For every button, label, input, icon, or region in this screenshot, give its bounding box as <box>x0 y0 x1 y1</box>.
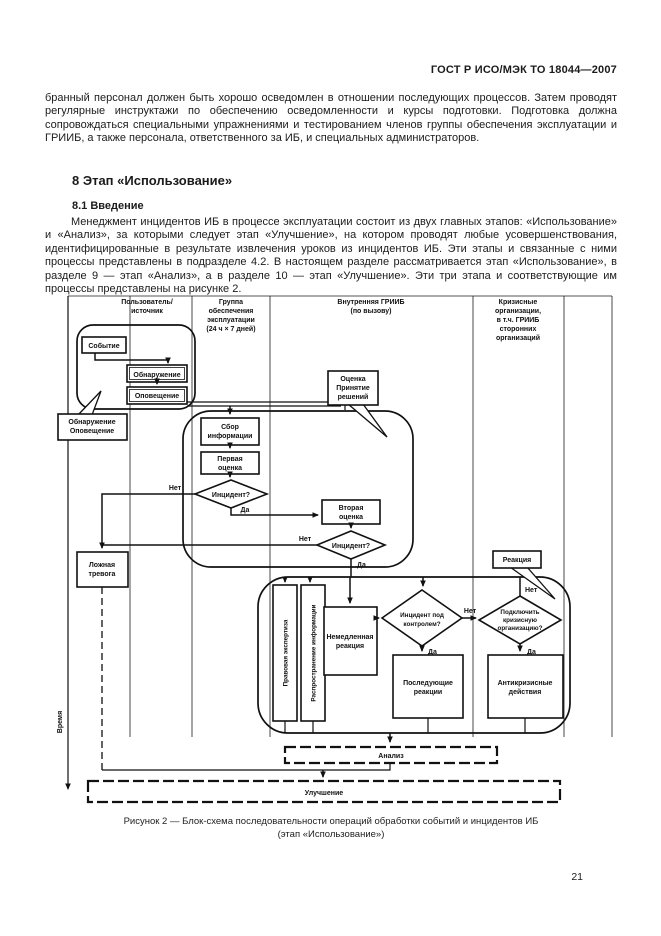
figure-caption: Рисунок 2 — Блок-схема последовательност… <box>123 816 539 827</box>
flowchart-figure: Время Пользователь/ источник Группа обес… <box>57 295 613 804</box>
improvement-label: Улучшение <box>305 790 343 797</box>
incident-q2-label: Инцидент? <box>332 543 370 550</box>
svg-text:реакция: реакция <box>336 643 364 650</box>
under-control-label: Инцидент под <box>400 612 444 619</box>
lane-user-label: Пользователь/ <box>121 299 173 306</box>
lane-crisis-label: Кризисные <box>499 299 538 306</box>
page-header: ГОСТ Р ИСО/МЭК ТО 18044—2007 <box>430 64 617 76</box>
notification-box <box>126 386 188 405</box>
no-label-4: Нет <box>525 587 538 594</box>
response-group-outline <box>257 576 571 734</box>
yes-label-2: Да <box>357 562 366 569</box>
subsection-heading: 8.1 Введение <box>72 200 144 212</box>
svg-text:организации,: организации, <box>495 308 541 315</box>
svg-text:обеспечения: обеспечения <box>209 307 254 315</box>
figure-caption-subtitle: (этап «Использование») <box>277 829 385 840</box>
svg-text:эксплуатации: эксплуатации <box>207 317 255 324</box>
svg-text:оценка: оценка <box>339 514 363 521</box>
section-paragraph: Менеджмент инцидентов ИБ в процессе эксп… <box>45 216 617 296</box>
false-alarm-label: Ложная <box>89 562 115 569</box>
response-callout-box <box>492 550 542 569</box>
response-callout-tail <box>507 566 556 600</box>
section-heading: 8 Этап «Использование» <box>72 173 233 188</box>
svg-text:в т.ч. ГРИИБ: в т.ч. ГРИИБ <box>497 317 540 324</box>
page-number: 21 <box>571 871 583 883</box>
improvement-bar <box>86 779 562 804</box>
svg-text:источник: источник <box>131 308 163 315</box>
lane-isirt-label: Внутренняя ГРИИБ <box>337 299 404 306</box>
no-label-1: Нет <box>169 485 182 492</box>
svg-text:(по вызову): (по вызову) <box>351 308 392 315</box>
yes-label-4: Да <box>527 649 536 656</box>
svg-text:действия: действия <box>509 688 542 696</box>
later-response-box <box>392 654 464 719</box>
assess-callout-label: Оценка <box>340 376 365 383</box>
yes-label-1: Да <box>241 507 250 514</box>
event-box <box>81 336 127 354</box>
svg-text:кризисную: кризисную <box>503 617 538 624</box>
svg-text:Принятие: Принятие <box>336 385 370 392</box>
yes-label-3: Да <box>428 649 437 656</box>
gather-label: Сбор <box>221 423 239 431</box>
svg-text:тревога: тревога <box>89 571 116 578</box>
lane-ops-label: Группа <box>219 299 243 306</box>
svg-text:контролем?: контролем? <box>403 621 440 628</box>
analysis-bar <box>283 745 499 765</box>
incident-q1-label: Инцидент? <box>212 492 250 499</box>
svg-text:реакции: реакции <box>414 689 442 696</box>
svg-text:оценка: оценка <box>218 465 242 472</box>
second-assessment-label: Вторая <box>339 505 364 512</box>
forensics-box <box>272 584 298 722</box>
svg-text:сторонних: сторонних <box>500 326 537 333</box>
no-label-2: Нет <box>299 536 312 543</box>
intro-paragraph: бранный персонал должен быть хорошо осве… <box>45 92 617 145</box>
first-assessment-label: Первая <box>217 456 242 463</box>
immediate-response-box <box>323 606 378 676</box>
assess-callout-tail <box>346 403 388 438</box>
svg-text:Оповещение: Оповещение <box>70 428 114 435</box>
invoke-crisis-label: Подключить <box>500 609 539 616</box>
immediate-response-label: Немедленная <box>326 634 373 641</box>
svg-text:организаций: организаций <box>496 334 540 342</box>
second-assessment-box <box>321 499 381 525</box>
event-label: Событие <box>88 342 119 350</box>
crisis-actions-label: Антикризисные <box>498 680 553 687</box>
time-axis-label: Время <box>57 711 64 733</box>
notification-label: Оповещение <box>135 393 179 400</box>
false-alarm-box <box>76 551 129 588</box>
later-response-label: Последующие <box>403 680 453 687</box>
svg-text:организацию?: организацию? <box>497 625 542 632</box>
assessment-group-outline <box>182 410 414 568</box>
detect-callout-box <box>57 413 128 441</box>
no-label-3: Нет <box>464 608 477 615</box>
gather-box <box>200 417 260 446</box>
analysis-label: Анализ <box>378 753 404 760</box>
crisis-actions-box <box>487 654 564 719</box>
svg-text:информации: информации <box>208 433 253 440</box>
detection-group-outline <box>76 324 196 410</box>
detection-label: Обнаружение <box>133 371 180 379</box>
lane-headers: Пользователь/ источник Группа обеспечени… <box>121 299 541 342</box>
assess-callout-box <box>327 370 379 406</box>
svg-text:(24 ч × 7 дней): (24 ч × 7 дней) <box>206 325 255 333</box>
response-callout-label: Реакция <box>503 557 531 564</box>
communications-label: Распространение информации <box>311 604 318 701</box>
forensics-label: Правовая экспертиза <box>283 619 290 686</box>
svg-text:решений: решений <box>338 393 369 401</box>
detect-callout-label: Обнаружение <box>68 418 115 426</box>
